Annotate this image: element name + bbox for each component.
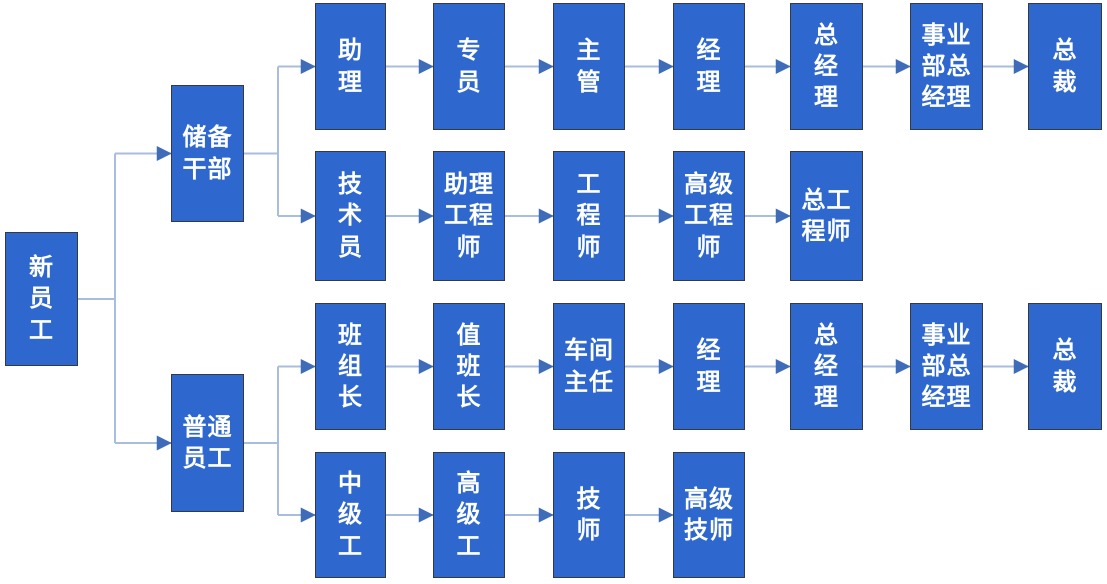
node-senior-technician-label: 高级 技师 — [684, 484, 734, 544]
node-reserve-cadre: 储备 干部 — [171, 85, 244, 222]
node-senior-engineer: 高级 工程 师 — [673, 151, 745, 281]
node-assistant-engineer: 助理 工程 师 — [433, 151, 505, 281]
node-new-employee-label: 新 员 工 — [29, 253, 54, 344]
node-engineer: 工 程 师 — [553, 151, 625, 281]
node-president-row3-label: 总 裁 — [1052, 336, 1078, 396]
node-senior-worker: 高 级 工 — [433, 452, 505, 578]
node-assistant: 助 理 — [315, 3, 386, 130]
node-general-manager-row3-label: 总 经 理 — [814, 320, 839, 412]
node-manager-row3-label: 经 理 — [696, 336, 722, 396]
node-senior-worker-label: 高 级 工 — [456, 469, 482, 560]
node-supervisor: 主 管 — [553, 3, 625, 130]
node-division-general-manager-row3: 事业 部总 经理 — [910, 303, 983, 430]
node-supervisor-label: 主 管 — [576, 36, 602, 96]
node-division-general-manager-row1-label: 事业 部总 经理 — [921, 20, 972, 112]
node-manager-row1: 经 理 — [673, 3, 745, 130]
node-assistant-engineer-label: 助理 工程 师 — [444, 170, 494, 261]
node-new-employee: 新 员 工 — [5, 232, 78, 366]
node-engineer-label: 工 程 师 — [576, 170, 602, 261]
node-specialist: 专 员 — [433, 3, 505, 130]
node-general-manager-row3: 总 经 理 — [790, 303, 863, 430]
node-workshop-director-label: 车间 主任 — [564, 336, 614, 396]
node-intermediate-worker: 中 级 工 — [315, 452, 386, 578]
node-chief-engineer: 总工 程师 — [790, 151, 863, 281]
node-general-manager-row1: 总 经 理 — [790, 3, 863, 130]
node-assistant-label: 助 理 — [338, 36, 363, 96]
node-shift-leader: 值 班 长 — [433, 303, 505, 430]
node-specialist-label: 专 员 — [456, 36, 482, 96]
node-technician-label: 技 术 员 — [338, 170, 363, 261]
node-intermediate-worker-label: 中 级 工 — [338, 469, 363, 560]
node-general-manager-row1-label: 总 经 理 — [814, 20, 839, 112]
node-reserve-cadre-label: 储备 干部 — [182, 123, 233, 183]
node-ordinary-employee: 普通 员工 — [171, 374, 244, 512]
node-technician-grade: 技 师 — [553, 452, 625, 578]
node-senior-engineer-label: 高级 工程 师 — [684, 170, 734, 261]
node-division-general-manager-row3-label: 事业 部总 经理 — [921, 320, 972, 412]
node-workshop-director: 车间 主任 — [553, 303, 625, 430]
node-team-leader: 班 组 长 — [315, 303, 386, 430]
node-president-row3: 总 裁 — [1028, 303, 1102, 430]
node-division-general-manager-row1: 事业 部总 经理 — [910, 3, 983, 130]
node-technician-grade-label: 技 师 — [576, 484, 602, 544]
node-shift-leader-label: 值 班 长 — [456, 320, 482, 412]
node-technician: 技 术 员 — [315, 151, 386, 281]
node-manager-row3: 经 理 — [673, 303, 745, 430]
node-chief-engineer-label: 总工 程师 — [801, 185, 852, 245]
node-manager-row1-label: 经 理 — [696, 36, 722, 96]
node-president-row1-label: 总 裁 — [1052, 36, 1078, 96]
node-team-leader-label: 班 组 长 — [338, 320, 363, 412]
node-senior-technician: 高级 技师 — [673, 452, 745, 578]
node-ordinary-employee-label: 普通 员工 — [182, 412, 233, 472]
node-president-row1: 总 裁 — [1028, 3, 1102, 130]
